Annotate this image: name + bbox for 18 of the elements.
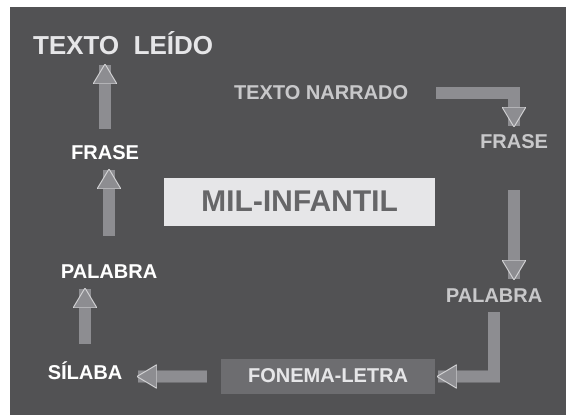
block-arrow bbox=[96, 168, 122, 236]
step-label: TEXTO NARRADO bbox=[210, 80, 432, 106]
block-arrow bbox=[92, 64, 118, 129]
step-label: MIL-INFANTIL bbox=[201, 185, 398, 219]
step-label: FONEMA-LETRA bbox=[248, 365, 408, 388]
step-label: TEXTO LEÍDO bbox=[12, 28, 234, 62]
step-label: PALABRA bbox=[430, 282, 558, 310]
block-arrow bbox=[72, 288, 98, 344]
title-box bbox=[164, 178, 435, 226]
block-arrow bbox=[436, 312, 500, 389]
block-arrow bbox=[436, 87, 526, 128]
step-label: PALABRA bbox=[46, 258, 172, 286]
step-label: FRASE bbox=[468, 128, 560, 156]
step-label: SÍLABA bbox=[36, 358, 134, 388]
block-arrow bbox=[502, 190, 526, 280]
block-arrow bbox=[136, 364, 207, 389]
step-box bbox=[221, 359, 435, 394]
step-label: FRASE bbox=[60, 139, 150, 167]
